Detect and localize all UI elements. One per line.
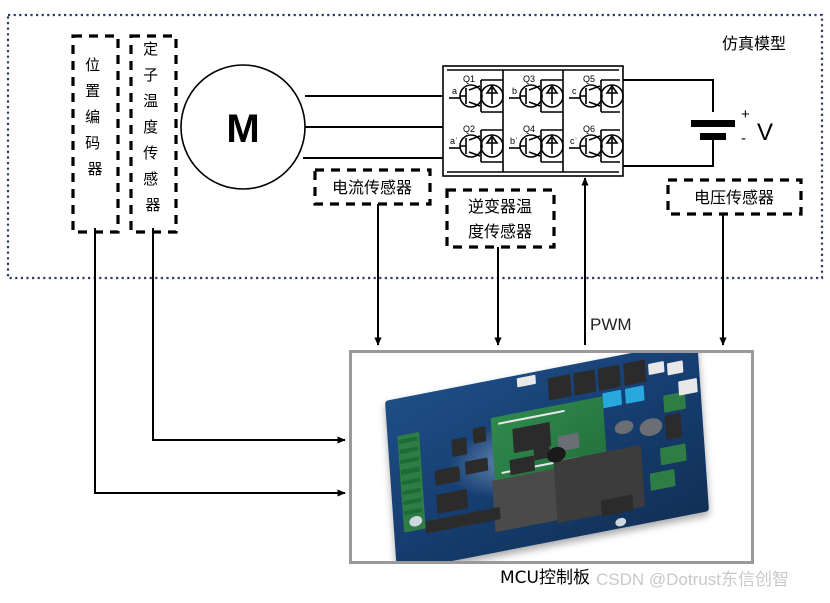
inverter-temp-sensor-box: [445, 188, 556, 249]
inverter-temp-sensor-label-line2: 度传感器: [468, 222, 532, 241]
header-connector-2: [667, 360, 684, 376]
switch-label-q1: Q1: [463, 74, 475, 84]
gate-label-b-prime: bˈ: [510, 136, 518, 146]
battery-plate-negative: [700, 133, 726, 140]
ic-3: [435, 488, 469, 514]
switch-cell-q4: Q4 bˈ: [509, 124, 564, 163]
switch-label-q5: Q5: [583, 74, 595, 84]
switch-cell-q6: Q6 cˈ: [569, 124, 624, 163]
gate-label-a-prime: aˈ: [450, 136, 458, 146]
switch-label-q3: Q3: [523, 74, 535, 84]
stator-temp-sensor-label: 定 子 温 度 传 感 器: [143, 40, 163, 214]
gate-label-a: a: [452, 86, 457, 96]
current-sensor-label: 电流传感器: [332, 178, 412, 197]
switch-label-q6: Q6: [583, 124, 595, 134]
inductor-1: [639, 416, 663, 438]
position-encoder-label: 位 置 编 码 器: [85, 56, 105, 178]
pcb-body: [384, 353, 710, 561]
supply-plus-sign: +: [741, 106, 750, 123]
encoder-signal-path: [94, 232, 346, 497]
relay-1: [547, 373, 572, 401]
stator-temp-signal-path: [152, 232, 346, 444]
switch-cell-q3: Q3 b: [509, 74, 564, 113]
module-pin-header-top: [497, 409, 566, 425]
voltage-sensor-label: 电压传感器: [694, 188, 774, 207]
inductor-2: [614, 418, 634, 436]
motor-label: M: [226, 107, 259, 151]
simulation-model-container: [6, 13, 824, 280]
header-connector-3: [516, 375, 536, 388]
current-sensor-box: [313, 168, 432, 206]
inverter-bridge: [442, 65, 624, 177]
simulation-model-title: 仿真模型: [722, 34, 786, 53]
battery-plate-positive: [691, 120, 735, 127]
mounting-hole-2: [614, 516, 627, 528]
gate-label-b: b: [512, 86, 517, 96]
trimpot-2: [624, 385, 645, 405]
supply-voltage-label: V: [757, 119, 773, 146]
switch-label-q4: Q4: [523, 124, 535, 134]
voltage-sensor-box: [666, 178, 803, 216]
csdn-watermark: CSDN @Dotrust东信创智: [596, 570, 789, 589]
screw-terminal-right-3: [649, 469, 676, 492]
usb-connector: [677, 378, 698, 396]
relay-4: [622, 359, 647, 386]
switch-cell-q1: Q1 a: [449, 74, 504, 113]
mcu-board-image: [349, 350, 754, 564]
screw-terminal-right-2: [660, 442, 687, 465]
inverter-temp-sensor-label-line1: 逆变器温: [468, 197, 532, 216]
pin-header-right: [664, 412, 682, 440]
relay-3: [597, 363, 622, 391]
ic-6: [450, 437, 468, 458]
mcu-board-caption: MCU控制板: [500, 568, 590, 588]
trimpot-1: [602, 389, 623, 409]
supply-minus-sign: -: [741, 130, 746, 147]
switch-label-q2: Q2: [463, 124, 475, 134]
header-connector-1: [648, 360, 665, 376]
gate-label-c: c: [572, 86, 577, 96]
idc-connector: [425, 506, 501, 534]
switch-cell-q5: Q5 c: [569, 74, 624, 113]
gate-label-c-prime: cˈ: [570, 136, 578, 146]
dc-link-positive: [623, 79, 714, 112]
ic-7: [472, 426, 486, 445]
dc-link-negative: [623, 140, 714, 167]
pwm-label: PWM: [590, 315, 632, 334]
switch-cell-q2: Q2 aˈ: [449, 124, 504, 163]
relay-2: [572, 368, 597, 396]
